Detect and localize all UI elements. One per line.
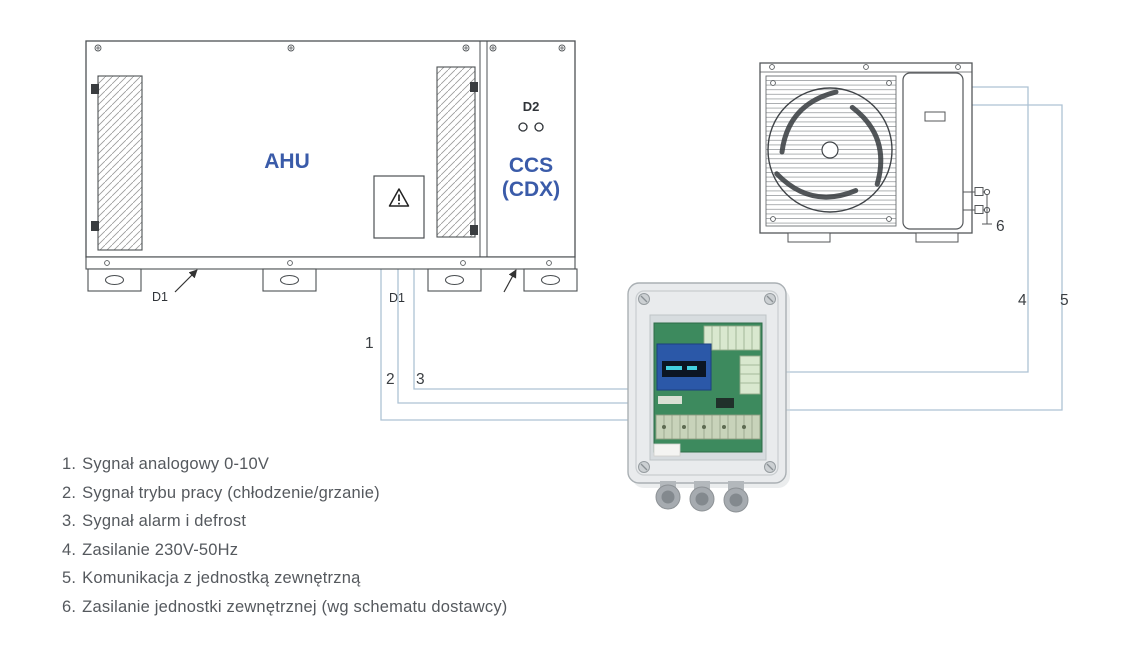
- bolt-icon: [104, 260, 110, 266]
- screw-icon: [558, 44, 566, 52]
- ahu-access-door-left: [91, 75, 143, 251]
- hinge-icon: [91, 221, 99, 231]
- legend-item-number: 3.: [62, 512, 77, 530]
- bolt-icon: [546, 260, 552, 266]
- relay: [658, 396, 682, 404]
- wire-number-labels: 1 2 3 4 5: [365, 292, 1069, 388]
- lid-screw-icon: [763, 292, 777, 306]
- fan-icon: [767, 87, 893, 213]
- side-panel: [902, 72, 964, 230]
- wire-label-3: 3: [416, 371, 425, 388]
- legend-item-text: Komunikacja z jednostką zewnętrzną: [82, 569, 361, 587]
- wire-label-5: 5: [1060, 292, 1069, 309]
- legend-item-number: 4.: [62, 540, 77, 559]
- legend-item-number: 6.: [62, 597, 77, 616]
- outdoor-unit: 6: [759, 62, 1005, 243]
- legend-item: 2. Sygnał trybu pracy (chłodzenie/grzanie…: [62, 479, 508, 508]
- lid-screw-icon: [763, 460, 777, 474]
- wire-3-alarm: [413, 238, 630, 390]
- display-digits: [687, 366, 697, 370]
- legend-item-text: Sygnał trybu pracy (chłodzenie/grzanie): [82, 483, 380, 502]
- d1-label-center: D1: [389, 291, 405, 305]
- hinge-icon: [91, 84, 99, 94]
- legend-item-number: 1.: [62, 455, 77, 473]
- pcb-terminal-right: [739, 355, 761, 395]
- display-module: [656, 343, 712, 391]
- controller-box: [373, 175, 425, 239]
- legend-item-text: Sygnał alarm i defrost: [82, 512, 247, 530]
- legend-item: 3. Sygnał alarm i defrost: [62, 507, 508, 536]
- ahu-label: AHU: [264, 150, 310, 173]
- pcb-terminal-bottom: [655, 414, 761, 440]
- bolt-icon: [287, 260, 293, 266]
- hinge-icon: [470, 82, 478, 92]
- bolt-icon: [460, 260, 466, 266]
- indicator-circle-icon: [518, 122, 528, 132]
- display-screen: [662, 361, 706, 377]
- bolt-icon: [770, 216, 776, 222]
- hinge-icon: [470, 225, 478, 235]
- base-rail: [85, 256, 576, 270]
- lid-screw-icon: [637, 292, 651, 306]
- legend-item: 6. Zasilanie jednostki zewnętrznej (wg sc…: [62, 593, 508, 622]
- d1-label-left: D1: [152, 290, 168, 304]
- bolt-icon: [863, 64, 869, 70]
- bolt-icon: [886, 80, 892, 86]
- control-box: [627, 282, 790, 513]
- box-lid: [635, 290, 779, 476]
- wire-label-1: 1: [365, 335, 374, 352]
- d1-arrow-icon: [503, 269, 517, 293]
- legend-item-text: Sygnał analogowy 0-10V: [82, 455, 270, 473]
- screw-icon: [489, 44, 497, 52]
- ccs-section: D2 CCS (CDX): [502, 99, 560, 201]
- bolt-icon: [770, 80, 776, 86]
- legend-item: 4. Zasilanie 230V-50Hz: [62, 536, 508, 565]
- bolt-icon: [769, 64, 775, 70]
- wire-1-analog: [380, 238, 630, 421]
- lid-screw-icon: [637, 460, 651, 474]
- pcb-terminal-top: [703, 325, 761, 351]
- legend-item-number: 5.: [62, 569, 77, 587]
- d1-arrow-icon: [174, 269, 198, 293]
- warning-icon: [388, 188, 410, 207]
- unit-foot: [787, 232, 831, 243]
- service-valves: [963, 187, 992, 225]
- wire-2-mode: [397, 238, 630, 404]
- cdx-label: (CDX): [502, 178, 560, 201]
- nameplate: [924, 111, 946, 122]
- screw-icon: [94, 44, 102, 52]
- wire-label-4: 4: [1018, 292, 1027, 309]
- d2-label: D2: [523, 99, 540, 114]
- wire-label-2: 2: [386, 371, 395, 388]
- ahu-access-door-right: [436, 66, 478, 238]
- legend-item-number: 2.: [62, 483, 77, 502]
- bolt-icon: [955, 64, 961, 70]
- indicator-circle-icon: [534, 122, 544, 132]
- cable-glands: [655, 481, 749, 513]
- unit-foot: [915, 232, 959, 243]
- legend-item: 5. Komunikacja z jednostką zewnętrzną: [62, 564, 508, 593]
- bolt-icon: [886, 216, 892, 222]
- display-digits: [666, 366, 682, 370]
- screw-icon: [287, 44, 295, 52]
- ahu-unit: AHU D2 CCS (CDX): [85, 40, 578, 305]
- screw-icon: [462, 44, 470, 52]
- ahu-feet: [87, 268, 578, 292]
- ccs-label: CCS: [509, 154, 553, 177]
- wire-5-comm: [786, 104, 1063, 411]
- wire-label-6: 6: [996, 218, 1005, 235]
- wires: [380, 86, 1063, 421]
- ic-chip: [716, 398, 734, 408]
- legend-item-text: Zasilanie jednostki zewnętrznej (wg sche…: [82, 597, 508, 616]
- wire-4-power: [786, 86, 1029, 373]
- legend: 1. Sygnał analogowy 0-10V 2. Sygnał trybu …: [62, 450, 508, 621]
- label-sticker: [653, 443, 681, 457]
- legend-item-text: Zasilanie 230V-50Hz: [82, 540, 239, 559]
- legend-item: 1. Sygnał analogowy 0-10V: [62, 450, 508, 479]
